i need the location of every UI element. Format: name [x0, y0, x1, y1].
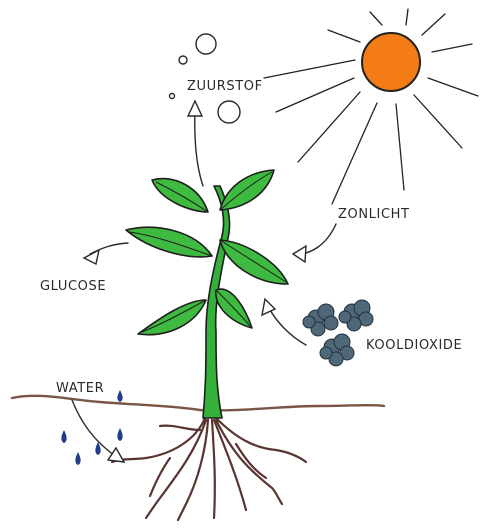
label-oxygen: ZUURSTOF [187, 79, 263, 94]
co2-cloud-icon [320, 334, 354, 366]
leaf [216, 289, 252, 328]
label-carbon-dioxide: KOOLDIOXIDE [366, 338, 462, 353]
water-drop-icon [117, 390, 122, 402]
co2-cloud-icon [339, 300, 373, 331]
arrow-icon [84, 243, 128, 264]
arrow-icon [262, 299, 306, 345]
leaf [220, 170, 274, 210]
soil-line [12, 396, 384, 411]
arrow-icon [188, 101, 203, 186]
roots [112, 418, 306, 520]
label-water: WATER [56, 381, 104, 396]
oxygen-bubble-icon [218, 101, 240, 123]
leaf [220, 240, 288, 284]
sun-rays [264, 9, 478, 204]
oxygen-bubble-icon [196, 34, 216, 54]
water-drop-icon [117, 428, 122, 441]
label-glucose: GLUCOSE [40, 279, 106, 294]
water-drop-icon [75, 452, 80, 465]
label-sunlight: ZONLICHT [338, 207, 410, 222]
leaf [138, 300, 206, 335]
leaf [126, 227, 212, 257]
arrow-icon [293, 224, 336, 262]
water-drop-icon [61, 430, 66, 443]
oxygen-bubble-icon [170, 94, 175, 99]
oxygen-bubble-icon [179, 56, 187, 64]
co2-cloud-icon [303, 304, 338, 336]
leaf [152, 179, 208, 212]
co2-clouds [303, 300, 373, 366]
sun-icon [264, 9, 478, 204]
